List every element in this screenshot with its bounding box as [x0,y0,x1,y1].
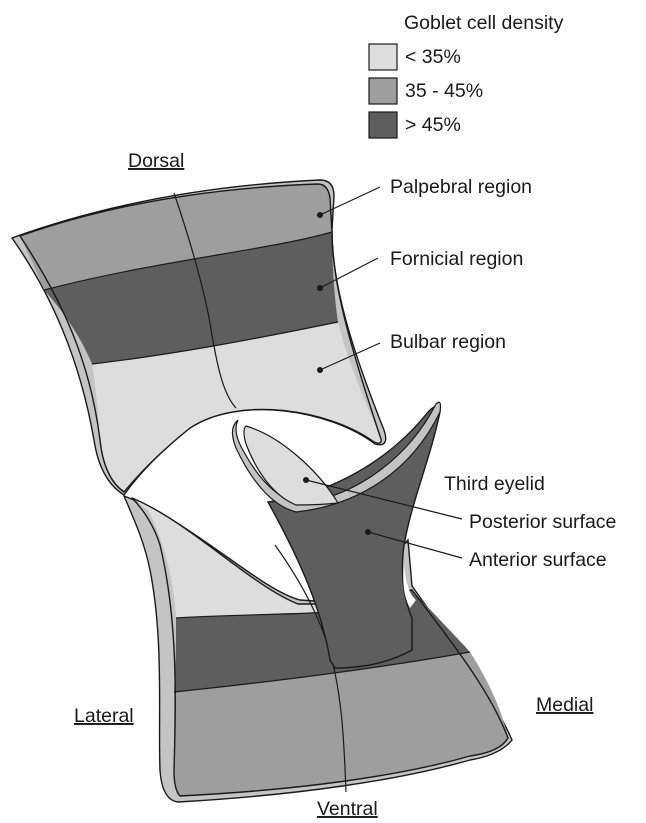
third-eyelid-label: Third eyelid [444,473,545,495]
fornicial-label: Fornicial region [390,248,523,270]
bulbar-label: Bulbar region [390,331,506,353]
posterior-surface [244,426,338,505]
dorsal-label: Dorsal [128,150,184,172]
legend-swatch-mid [369,78,397,104]
legend: Goblet cell density < 35% 35 - 45% > 45% [369,12,564,138]
legend-swatch-low [369,44,397,70]
legend-label-high: > 45% [405,114,461,136]
legend-label-mid: 35 - 45% [405,80,483,102]
lateral-label: Lateral [74,705,134,727]
legend-label-low: < 35% [405,46,461,68]
dorsal-conjunctiva [12,180,386,495]
legend-title: Goblet cell density [404,12,564,34]
legend-swatch-high [369,112,397,138]
ventral-label: Ventral [317,798,378,820]
palpebral-label: Palpebral region [390,176,532,198]
anterior-surface-label: Anterior surface [469,549,607,571]
posterior-surface-label: Posterior surface [469,511,616,533]
medial-label: Medial [536,694,593,716]
